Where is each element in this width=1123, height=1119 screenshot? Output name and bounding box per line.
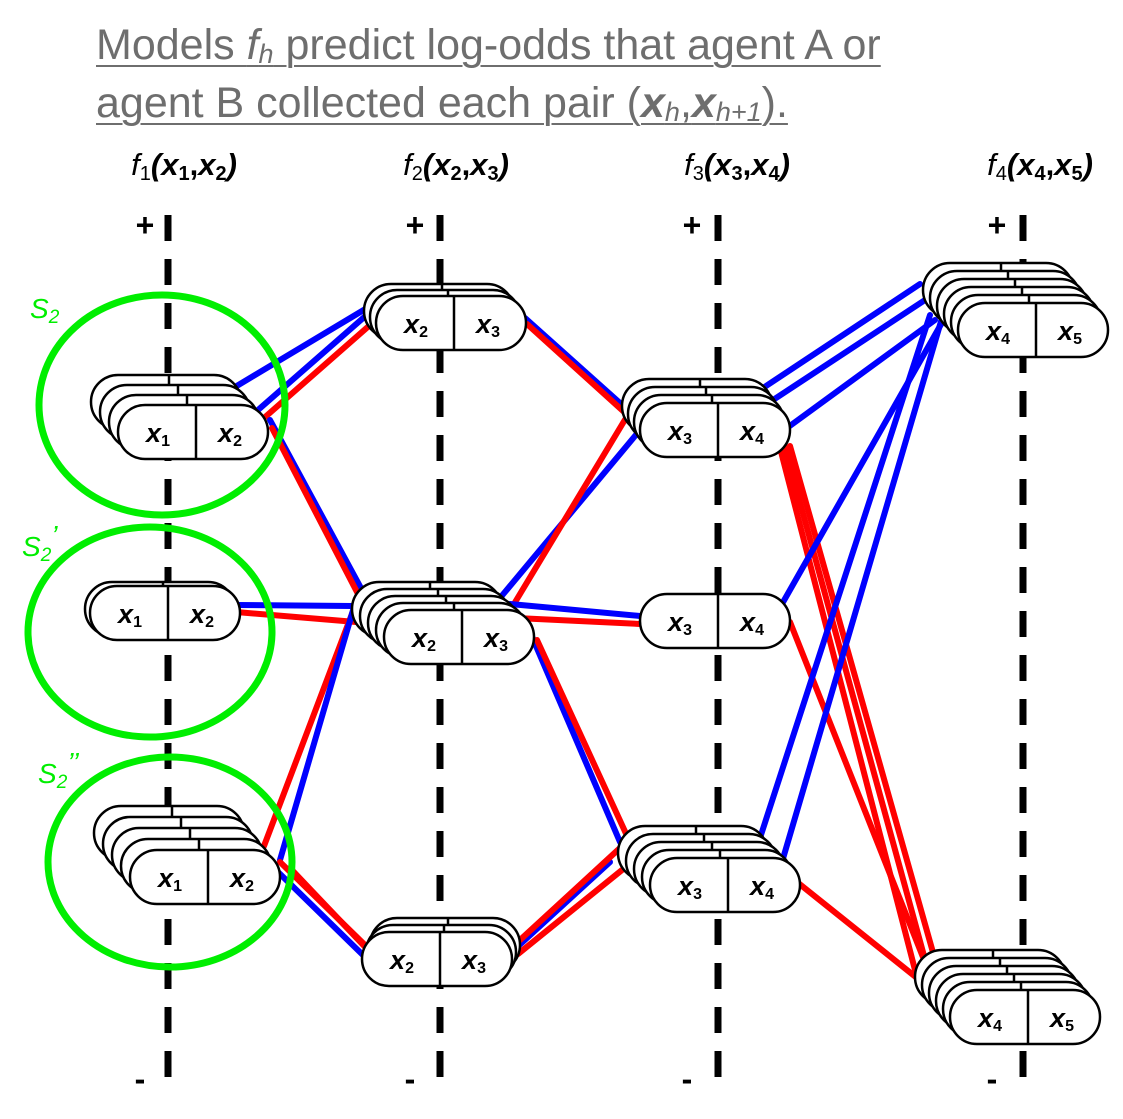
agent-b-edge-29 — [787, 443, 948, 998]
node-cluster-1: x1 x2 — [89, 373, 270, 461]
state-pair-node — [638, 401, 792, 459]
agent-b-edge-28 — [781, 441, 935, 988]
agent-a-edge-11 — [275, 869, 369, 961]
agent-a-edge-17 — [507, 601, 643, 619]
node-first-state-label: x1 — [116, 599, 142, 631]
agent-a-edge-19 — [527, 629, 623, 845]
agent-b-edge-18 — [513, 615, 643, 627]
agent-b-edge-23 — [515, 867, 625, 957]
group-ring-s2-double-prime — [44, 753, 296, 971]
column-function-label-4: f4(x4,x5) — [987, 147, 1093, 185]
node-first-state-label: x3 — [676, 871, 702, 903]
negative-pole-label-2: - — [405, 1061, 416, 1097]
positive-pole-label-1: + — [136, 207, 155, 243]
agent-a-edge-2 — [255, 309, 373, 413]
group-ring-s2-label: S2 — [30, 293, 60, 328]
node-second-state-label: x3 — [474, 309, 500, 341]
node-cluster-6: x2 x3 — [360, 916, 522, 988]
node-cluster-3: x1 x2 — [92, 804, 282, 906]
negative-pole-label-4: - — [987, 1061, 998, 1097]
agent-a-edge-25 — [767, 297, 928, 405]
negative-pole-label-1: - — [135, 1061, 146, 1097]
node-cluster-4: x2 x3 — [362, 282, 528, 352]
node-cluster-7: x3 x4 — [620, 377, 792, 459]
group-ring-s2-double-prime-label: S2’’ — [38, 747, 79, 793]
node-first-state-label: x4 — [976, 1003, 1002, 1035]
node-first-state-label: x1 — [144, 418, 170, 450]
agent-a-edge-21 — [513, 859, 613, 951]
agent-b-edge-22 — [517, 845, 623, 943]
column-function-label-1: f1(x1,x2) — [131, 147, 237, 185]
agent-b-edge-16 — [511, 405, 635, 607]
node-cluster-8: x3 x4 — [638, 592, 792, 650]
agent-b-edge-31 — [787, 619, 939, 993]
node-first-state-label: x2 — [402, 309, 428, 341]
node-cluster-9: x3 x4 — [616, 824, 802, 914]
node-first-state-label: x4 — [984, 316, 1010, 348]
node-first-state-label: x3 — [666, 416, 692, 448]
agent-a-edge-1 — [227, 302, 375, 393]
node-second-state-label: x3 — [460, 945, 486, 977]
state-pair-node — [128, 848, 282, 906]
agent-b-edge-20 — [534, 637, 631, 841]
state-pair-node — [88, 584, 242, 642]
node-second-state-label: x2 — [216, 418, 242, 450]
agent-b-edge-14 — [524, 321, 636, 423]
state-pair-node — [116, 403, 270, 461]
title-line-2: agent B collected each pair (xh,xh+1). — [96, 79, 788, 127]
node-second-state-label: x2 — [188, 599, 214, 631]
agent-a-edge-6 — [233, 602, 355, 609]
agent-b-edge-12 — [287, 865, 371, 953]
title-line-1: Models fh predict log-odds that agent A … — [96, 21, 881, 69]
column-function-label-3: f3(x3,x4) — [684, 147, 790, 185]
column-function-label-2: f2(x2,x3) — [403, 147, 509, 185]
positive-pole-label-4: + — [988, 207, 1007, 243]
node-first-state-label: x2 — [410, 623, 436, 655]
negative-pole-label-3: - — [682, 1061, 693, 1097]
agent-a-edge-30 — [779, 309, 951, 607]
agent-b-edge-7 — [233, 609, 359, 625]
agent-a-edge-13 — [522, 315, 633, 415]
group-ring-s2-prime-label: S2’ — [22, 520, 58, 566]
node-first-state-label: x2 — [388, 945, 414, 977]
state-pair-node — [648, 856, 802, 914]
agent-b-edge-34 — [789, 875, 935, 993]
agent-a-edge-26 — [784, 317, 938, 431]
node-second-state-label: x4 — [748, 871, 774, 903]
state-pair-node — [382, 608, 536, 666]
state-pair-node — [948, 988, 1102, 1046]
positive-pole-label-2: + — [406, 207, 425, 243]
group-ring-s2 — [35, 291, 289, 519]
state-pair-node — [374, 294, 528, 352]
state-pair-node — [360, 930, 514, 988]
agent-a-edge-9 — [277, 597, 359, 863]
agent-a-edge-32 — [757, 312, 933, 841]
state-pair-node — [956, 301, 1110, 359]
node-second-state-label: x3 — [482, 623, 508, 655]
node-second-state-label: x5 — [1048, 1003, 1074, 1035]
state-pair-node — [638, 592, 792, 650]
node-second-state-label: x5 — [1056, 316, 1082, 348]
node-second-state-label: x4 — [738, 607, 764, 639]
node-first-state-label: x3 — [666, 607, 692, 639]
agent-a-edge-33 — [779, 315, 945, 865]
agent-b-edge-5 — [269, 425, 361, 597]
agent-a-edge-24 — [757, 281, 923, 393]
node-cluster-2: x1 x2 — [83, 580, 242, 642]
positive-pole-label-3: + — [683, 207, 702, 243]
node-second-state-label: x4 — [738, 416, 764, 448]
node-second-state-label: x2 — [228, 863, 254, 895]
group-ring-s2-prime — [24, 523, 276, 741]
node-cluster-11: x4 x5 — [913, 948, 1102, 1046]
node-cluster-10: x4 x5 — [921, 261, 1110, 359]
node-first-state-label: x1 — [156, 863, 182, 895]
node-cluster-5: x2 x3 — [350, 580, 536, 666]
